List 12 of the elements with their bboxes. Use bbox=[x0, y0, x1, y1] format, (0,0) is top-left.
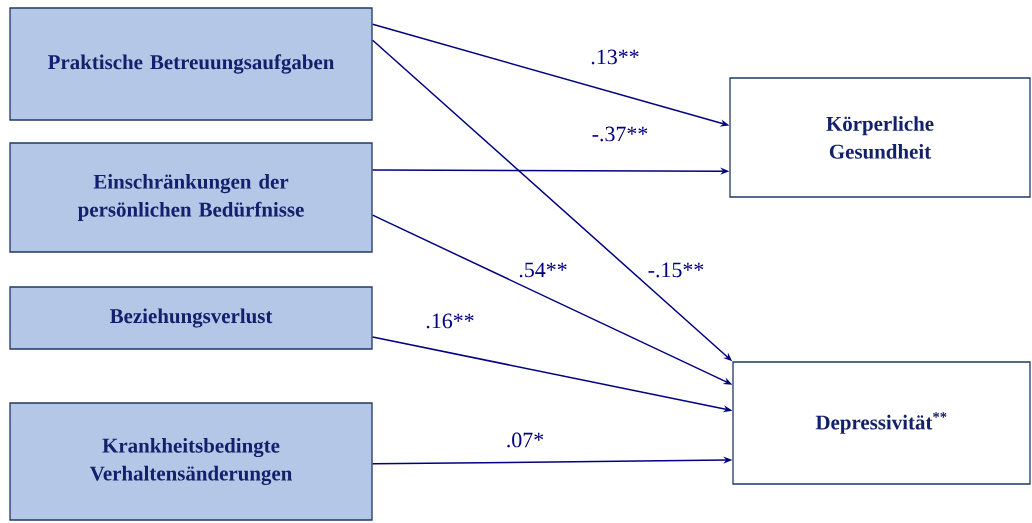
edge-label: .54** bbox=[517, 261, 569, 279]
edge-label: .16** bbox=[424, 312, 476, 330]
factor-box: Krankheitsbedingte Verhaltensänderungen bbox=[9, 402, 373, 521]
factor-box: Praktische Betreuungsaufgaben bbox=[9, 7, 373, 121]
factor-box: Beziehungsverlust bbox=[9, 286, 373, 350]
outcome-box: Körperliche Gesundheit bbox=[729, 77, 1031, 198]
edge-label: .07* bbox=[504, 431, 546, 449]
edge-label: -.37** bbox=[590, 125, 650, 143]
outcome-box: Depressivität$^{**}$ bbox=[732, 361, 1031, 485]
factor-box: Einschränkungen der persönlichen Bedürfnisse bbox=[9, 142, 373, 253]
edge-label: -.15** bbox=[646, 261, 706, 279]
edge-label: .13** bbox=[589, 48, 641, 66]
